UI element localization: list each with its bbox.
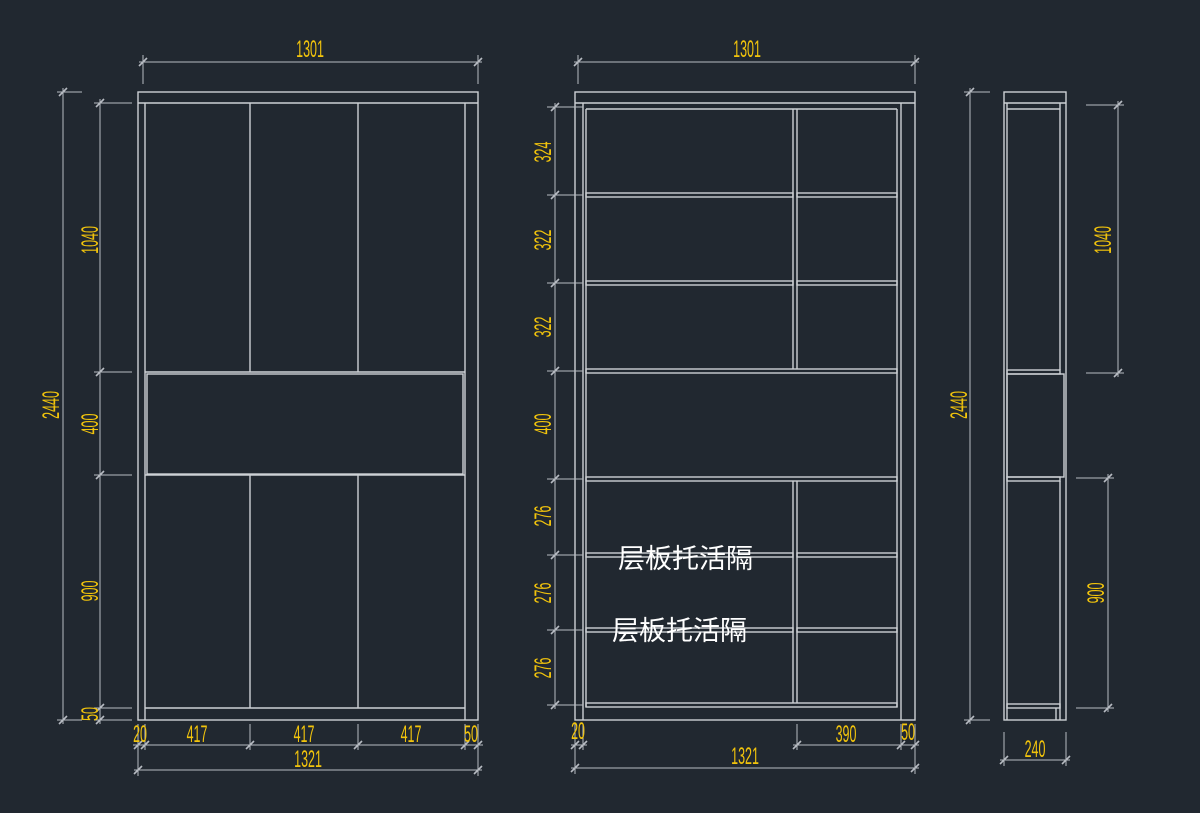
interior-total-width-label: 1321 bbox=[731, 744, 759, 770]
interior-shelf bbox=[585, 280, 794, 286]
front-door-width-label: 417 bbox=[187, 722, 208, 748]
interior-fixed-shelf bbox=[585, 476, 898, 482]
front-open-compartment bbox=[146, 373, 464, 475]
interior-shelf bbox=[585, 192, 794, 198]
interior-left-panel-label: 20 bbox=[571, 719, 585, 745]
front-view bbox=[137, 91, 479, 721]
interior-compartment-height-label: 322 bbox=[531, 317, 557, 338]
side-open-compartment bbox=[1006, 373, 1065, 478]
front-outer-frame bbox=[137, 91, 479, 721]
interior-shelf bbox=[585, 627, 794, 633]
side-lower-height-label: 900 bbox=[1084, 583, 1110, 604]
front-left-panel-label: 20 bbox=[133, 722, 147, 748]
front-overall-width-label: 1301 bbox=[296, 37, 324, 63]
interior-fixed-shelf bbox=[585, 368, 898, 374]
side-view-labels: 2440 1040 900 240 bbox=[947, 226, 1117, 763]
side-total-height-label: 2440 bbox=[947, 391, 973, 419]
front-total-width-label: 1321 bbox=[294, 747, 322, 773]
front-right-panel-label: 50 bbox=[464, 722, 478, 748]
interior-compartment-height-label: 324 bbox=[531, 141, 557, 162]
interior-shelf bbox=[796, 627, 898, 633]
interior-view bbox=[574, 91, 916, 721]
front-door-width-label: 417 bbox=[401, 722, 422, 748]
interior-shelf bbox=[796, 192, 898, 198]
side-fixed-shelf bbox=[1006, 476, 1061, 482]
interior-outer-frame bbox=[574, 91, 916, 721]
front-view-dimensions bbox=[57, 55, 483, 776]
interior-shelf bbox=[796, 280, 898, 286]
front-view-labels: 1301 2440 1040 400 900 50 20 417 417 417… bbox=[39, 37, 478, 773]
front-total-height-label: 2440 bbox=[39, 391, 65, 419]
front-lower-door-height-label: 900 bbox=[78, 581, 104, 602]
side-depth-label: 240 bbox=[1025, 737, 1046, 763]
side-upper-height-label: 1040 bbox=[1091, 226, 1117, 254]
interior-shelf bbox=[585, 552, 794, 558]
interior-shelf bbox=[796, 552, 898, 558]
side-outer-frame bbox=[1003, 91, 1067, 721]
interior-overall-width-label: 1301 bbox=[733, 37, 761, 63]
front-base-height-label: 50 bbox=[78, 707, 104, 721]
interior-compartment-height-label: 276 bbox=[531, 583, 557, 604]
front-open-section-height-label: 400 bbox=[78, 414, 104, 435]
interior-view-dimensions bbox=[547, 55, 920, 774]
interior-compartment-height-label: 276 bbox=[531, 658, 557, 679]
front-upper-door-height-label: 1040 bbox=[78, 226, 104, 254]
side-view-dimensions bbox=[964, 87, 1124, 766]
interior-compartment-height-label: 276 bbox=[531, 506, 557, 527]
side-bottom-shelf bbox=[1006, 703, 1061, 709]
interior-view-labels: 1301 324 322 322 400 276 276 276 层板托活隔 层… bbox=[531, 37, 915, 770]
interior-right-panel-label: 50 bbox=[901, 720, 915, 746]
shelf-note: 层板托活隔 bbox=[618, 544, 753, 575]
interior-right-bay-width-label: 390 bbox=[836, 722, 857, 748]
interior-compartment-height-label: 400 bbox=[531, 414, 557, 435]
front-door-width-label: 417 bbox=[294, 722, 315, 748]
side-view bbox=[1003, 91, 1067, 721]
shelf-note: 层板托活隔 bbox=[612, 616, 747, 647]
interior-bottom-shelf bbox=[585, 702, 898, 708]
interior-compartment-height-label: 322 bbox=[531, 230, 557, 251]
